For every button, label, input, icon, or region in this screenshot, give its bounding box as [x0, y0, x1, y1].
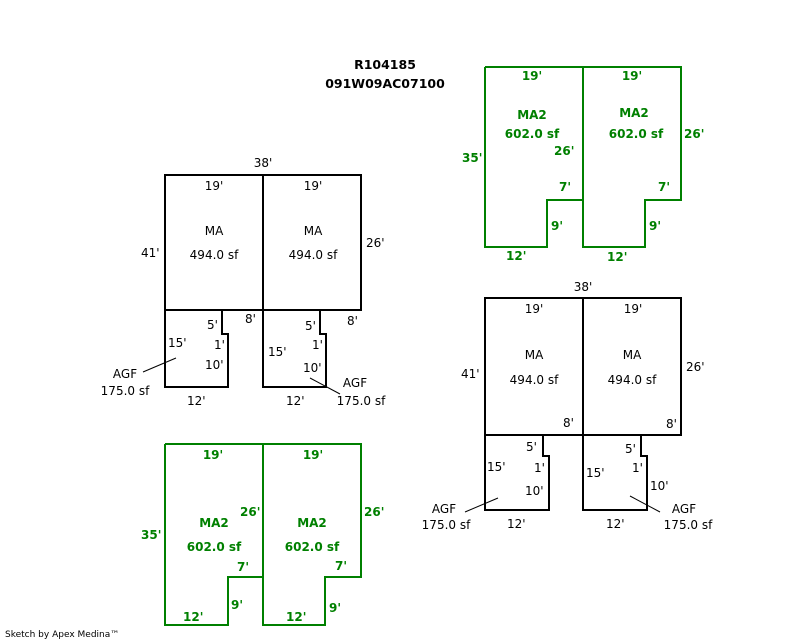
- sketch-credit: Sketch by Apex Medina™: [5, 630, 119, 640]
- dim-label: 8': [666, 417, 677, 431]
- area-name: AGF: [113, 367, 137, 381]
- dim-label: 5': [305, 319, 316, 333]
- dim-label: 12': [607, 250, 627, 264]
- dim-label: 12': [507, 517, 526, 531]
- dim-label: 35': [462, 151, 482, 165]
- dim-label: 12': [606, 517, 625, 531]
- dim-label: 15': [268, 345, 287, 359]
- area-name: MA2: [517, 108, 547, 122]
- area-value: 602.0 sf: [505, 127, 560, 141]
- dim-label: 26': [684, 127, 704, 141]
- dim-label: 26': [686, 360, 705, 374]
- dim-label: 8': [245, 312, 256, 326]
- area-name: AGF: [343, 376, 367, 390]
- dim-label: 38': [574, 280, 593, 294]
- dim-label: 1': [312, 338, 323, 352]
- ma-outline: [164, 174, 362, 311]
- area-value: 494.0 sf: [608, 373, 657, 387]
- dim-label: 19': [624, 302, 643, 316]
- area-value: 494.0 sf: [289, 248, 338, 262]
- ma2-outline: [484, 66, 682, 248]
- dim-label: 26': [366, 236, 385, 250]
- area-value: 602.0 sf: [609, 127, 664, 141]
- dim-label: 15': [168, 336, 187, 350]
- area-name: MA: [304, 224, 323, 238]
- dim-label: 19': [622, 69, 642, 83]
- area-name: MA2: [199, 516, 229, 530]
- dim-label: 35': [141, 528, 161, 542]
- dim-label: 12': [506, 249, 526, 263]
- area-value: 602.0 sf: [187, 540, 242, 554]
- area-name: MA: [623, 348, 642, 362]
- dim-label: 9': [551, 219, 563, 233]
- agf-leader-line: [629, 495, 661, 513]
- dim-label: 8': [563, 416, 574, 430]
- area-value: 175.0 sf: [422, 518, 471, 532]
- dim-label: 7': [237, 560, 249, 574]
- dim-label: 12': [286, 394, 305, 408]
- area-name: MA2: [619, 106, 649, 120]
- dim-label: 7': [335, 559, 347, 573]
- dim-label: 5': [207, 318, 218, 332]
- agf-leader-line: [464, 497, 499, 513]
- dim-label: 26': [240, 505, 260, 519]
- dim-label: 9': [649, 219, 661, 233]
- dim-label: 26': [364, 505, 384, 519]
- dim-label: 10': [650, 479, 669, 493]
- ma2-group-bottom: 19' 19' MA2 602.0 sf MA2 602.0 sf 35' 26…: [141, 443, 384, 626]
- dim-label: 5': [625, 442, 636, 456]
- area-value: 175.0 sf: [664, 518, 713, 532]
- dim-label: 12': [286, 610, 306, 624]
- dim-label: 7': [559, 180, 571, 194]
- ma-outline: [484, 297, 682, 436]
- area-value: 602.0 sf: [285, 540, 340, 554]
- area-value: 494.0 sf: [190, 248, 239, 262]
- ma2-outline: [164, 443, 362, 626]
- dim-label: 10': [205, 358, 224, 372]
- area-name: AGF: [672, 502, 696, 516]
- dim-label: 26': [554, 144, 574, 158]
- dim-label: 10': [303, 361, 322, 375]
- area-name: MA: [525, 348, 544, 362]
- agf-outline: [164, 310, 327, 388]
- dim-label: 19': [525, 302, 544, 316]
- dim-label: 19': [304, 179, 323, 193]
- dim-label: 19': [303, 448, 323, 462]
- dim-label: 19': [203, 448, 223, 462]
- dim-label: 12': [183, 610, 203, 624]
- dim-label: 5': [526, 440, 537, 454]
- agf-outline: [484, 435, 648, 511]
- area-name: MA2: [297, 516, 327, 530]
- dim-label: 15': [487, 460, 506, 474]
- dim-label: 7': [658, 180, 670, 194]
- dim-label: 38': [254, 156, 273, 170]
- agf-leader-line: [309, 377, 341, 395]
- dim-label: 19': [205, 179, 224, 193]
- area-value: 494.0 sf: [510, 373, 559, 387]
- area-name: AGF: [432, 502, 456, 516]
- dim-label: 1': [214, 338, 225, 352]
- dim-label: 41': [461, 367, 480, 381]
- dim-label: 12': [187, 394, 206, 408]
- dim-label: 1': [632, 461, 643, 475]
- dim-label: 15': [586, 466, 605, 480]
- ma-group-right: 38' 19' 19' MA 494.0 sf MA 494.0 sf 41' …: [422, 280, 713, 532]
- dim-label: 9': [231, 598, 243, 612]
- dim-label: 8': [347, 314, 358, 328]
- parcel-number: 091W09AC07100: [325, 76, 445, 91]
- dim-label: 41': [141, 246, 160, 260]
- dim-label: 10': [525, 484, 544, 498]
- area-value: 175.0 sf: [337, 394, 386, 408]
- dim-label: 1': [534, 461, 545, 475]
- dim-label: 9': [329, 601, 341, 615]
- agf-leader-line: [142, 357, 177, 373]
- dim-label: 19': [522, 69, 542, 83]
- ma-group-left: 38' 19' 19' MA 494.0 sf MA 494.0 sf 41' …: [101, 156, 386, 408]
- record-id: R104185: [354, 57, 416, 72]
- ma2-group-top: 19' 19' MA2 602.0 sf MA2 602.0 sf 35' 26…: [462, 66, 704, 264]
- area-value: 175.0 sf: [101, 384, 150, 398]
- area-name: MA: [205, 224, 224, 238]
